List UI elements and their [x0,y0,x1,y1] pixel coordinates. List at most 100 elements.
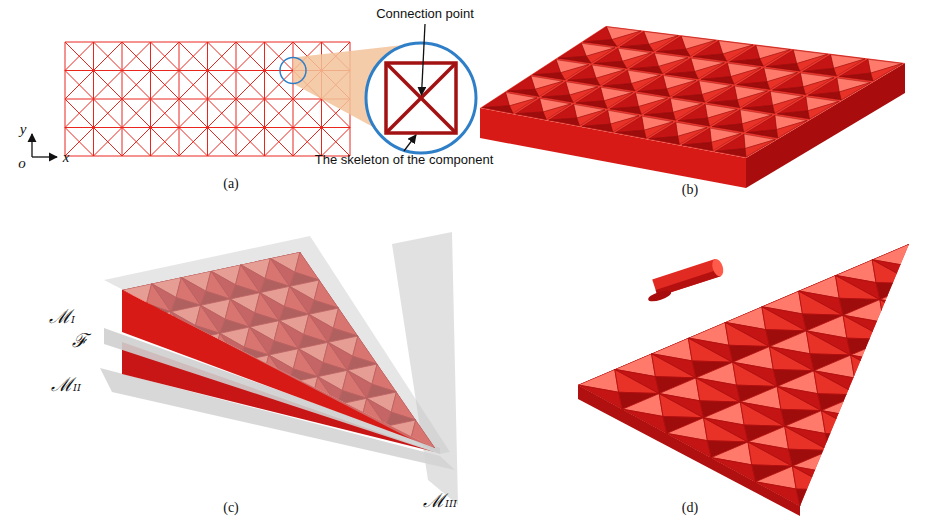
pocket-facet [895,379,933,403]
pocket-facet [155,346,179,374]
pocket-facet [737,82,770,90]
pocket-facet [715,134,745,151]
pocket-facet [754,267,798,291]
grid-diagonal [322,128,351,157]
pocket-facet [866,435,910,459]
pocket-facet [332,405,356,433]
pocket-facet [578,385,622,409]
pocket-facet [928,347,933,364]
plane-label: ℳI [49,306,75,327]
pocket-facet [258,375,288,389]
grid-diagonal [151,71,180,100]
pocket-facet [327,439,351,467]
pocket-facet [248,417,278,437]
pocket-facet [756,482,800,506]
slab-top-face [480,26,905,158]
pocket-facet [909,244,933,268]
pocket-facet [682,142,713,150]
pocket-facet [370,461,394,489]
pocket-facet [872,260,916,284]
grid-diagonal [265,99,294,128]
pocket-facet [874,475,918,499]
pocket-facet [626,432,667,449]
pocket-facet [346,467,370,495]
pocket-facet [932,364,933,388]
pocket-facet [865,220,909,244]
pocket-facet [150,374,180,394]
panel-c [73,218,484,521]
pocket-facet [576,101,607,109]
pocket-facet [719,497,763,521]
pocket-facet [825,434,866,451]
grid-diagonal [151,42,180,71]
skeleton-square [386,63,456,133]
pocket-facet [659,394,703,418]
pocket-facet [257,472,287,486]
pocket-facet [273,417,297,445]
grid-diagonal [236,128,265,157]
pocket-facet [190,340,214,368]
plane-label: ℱ [72,330,88,351]
pocket-facet [880,284,921,307]
grid-diagonal [151,99,180,128]
grid-diagonal [65,99,94,128]
pocket-facet [316,467,346,487]
grid-diagonal [94,42,123,71]
grid-diagonal [236,71,265,100]
pocket-facet [583,40,617,47]
pocket-facet [603,84,635,91]
pocket-facet [924,308,933,331]
pocket-facet [440,414,464,442]
pocket-facet [405,448,435,468]
pocket-facet [425,468,455,482]
pocket-facet [258,383,288,403]
pocket-facet [189,436,213,464]
pocket-facet [649,136,680,144]
pocket-facet [402,358,426,386]
grid-diagonal [94,71,123,100]
pocket-facet [267,452,291,480]
pocket-facet [833,473,874,490]
pocket-facet [615,369,659,393]
pocket-facet [917,268,933,291]
grid-diagonal [265,71,294,100]
pocket-facet [189,422,219,436]
pocket-facet [218,416,248,430]
pocket-facet [136,318,160,346]
pocket-facet [858,379,899,402]
pocket-facet [365,481,395,495]
pocket-facet [576,87,604,103]
grid-diagonal [236,128,265,157]
pocket-facet [877,498,918,515]
pocket-facet [610,107,641,115]
pocket-facet [914,482,933,499]
pocket-facet [656,49,690,56]
grid-diagonal [94,42,123,71]
pocket-facet [252,486,276,514]
callout-label: Connection point [376,7,474,21]
pocket-facet [281,480,305,508]
grid-diagonal [236,99,265,128]
pocket-facet [208,464,232,492]
pocket-facet [707,100,739,108]
pocket-facet [688,338,732,362]
pocket-facet [549,118,580,126]
pocket-facet [748,442,792,466]
pocket-array [73,218,484,521]
pocket-facet [855,378,896,395]
pocket-facet [570,329,611,352]
grid-diagonal [65,42,94,71]
pocket-facet [549,104,577,120]
pocket-facet [924,324,933,348]
pocket-facet [336,487,366,501]
pocket-facet [766,64,800,72]
pocket-facet [288,383,312,411]
component-skeleton [386,63,456,133]
pocket-facet [913,267,933,284]
pocket-facet [534,361,578,385]
pocket-facet [516,112,547,120]
pocket-facet [754,267,798,291]
pocket-facet [742,105,774,113]
plate-top [578,244,909,506]
